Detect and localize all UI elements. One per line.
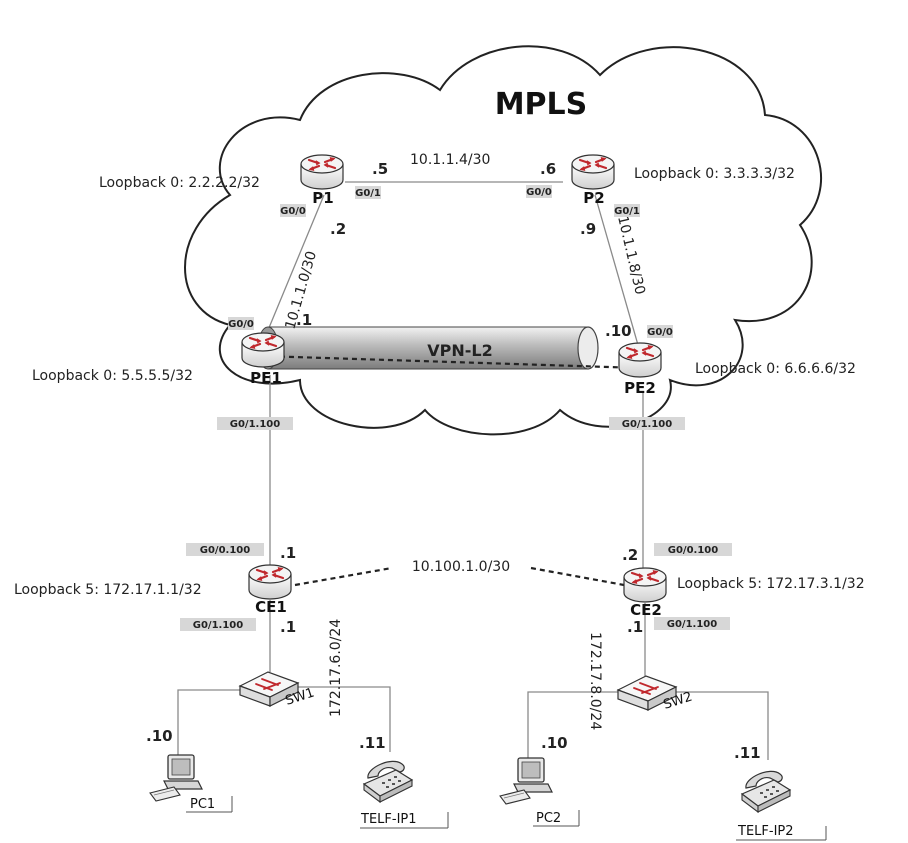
svg-text:G0/1: G0/1 [614,206,640,217]
svg-text:G0/1.100: G0/1.100 [667,619,717,630]
octet-tel2: .11 [734,744,761,762]
pc1[interactable]: PC1 [149,754,233,813]
net-p1-p2: 10.1.1.4/30 [410,152,490,168]
link-ce1-ce2-left [294,566,393,587]
iface-pe1-g01100: G0/1.100 [217,417,293,430]
loopback-p2: Loopback 0: 3.3.3.3/32 [634,166,795,182]
loopback-pe1: Loopback 0: 5.5.5.5/32 [32,368,193,384]
loopback-p1: Loopback 0: 2.2.2.2/32 [99,175,260,191]
router-ce1[interactable]: CE1 [247,563,293,616]
loopback-pe2: Loopback 0: 6.6.6.6/32 [695,361,856,377]
net-lan1: 172.17.6.0/24 [328,619,344,717]
octet-p1-p2side: .5 [372,160,388,178]
svg-text:G0/0: G0/0 [647,327,673,338]
pc2[interactable]: PC2 [499,757,580,827]
pc1-name: PC1 [190,797,215,812]
iface-ce1-g01100: G0/1.100 [180,618,256,631]
octet-pe1-p1side: .1 [296,311,312,329]
router-p1-name: P1 [312,189,333,207]
loopback-ce1: Loopback 5: 172.17.1.1/32 [14,582,202,598]
router-p2[interactable]: P2 [570,153,616,207]
svg-text:G0/0: G0/0 [228,319,254,330]
octet-ce2-wan: .2 [622,546,638,564]
octet-ce1-lan: .1 [280,618,296,636]
iface-p1-g01: G0/1 [355,186,381,199]
octet-p2-pe2side: .9 [580,220,596,238]
octet-ce1-wan: .1 [280,544,296,562]
iface-p1-g00: G0/0 [280,204,306,217]
router-pe1-name: PE1 [250,369,282,387]
pc2-name: PC2 [536,811,561,826]
telf-ip2-name: TELF-IP2 [737,824,794,839]
svg-text:G0/1.100: G0/1.100 [193,620,243,631]
router-pe1[interactable]: PE1 [240,331,286,387]
svg-text:G0/1: G0/1 [355,188,381,199]
router-pe2[interactable]: PE2 [617,341,663,397]
link-p1-pe1 [265,194,325,336]
octet-pe2-p2side: .10 [605,322,632,340]
loopback-ce2: Loopback 5: 172.17.3.1/32 [677,576,865,592]
link-sw2-tel2 [670,691,769,760]
svg-text:G0/1.100: G0/1.100 [622,419,672,430]
svg-text:G0/1.100: G0/1.100 [230,419,280,430]
iface-p2-g00: G0/0 [526,185,552,198]
octet-pc1: .10 [146,727,173,745]
svg-text:G0/0.100: G0/0.100 [200,545,250,556]
vpn-l2-tunnel: VPN-L2 [257,326,641,370]
router-p1[interactable]: P1 [299,153,345,207]
octet-p1-pe1side: .2 [330,220,346,238]
iface-pe2-g01100: G0/1.100 [609,417,685,430]
iface-ce2-g01100: G0/1.100 [654,617,730,630]
telf-ip1-name: TELF-IP1 [360,812,417,827]
router-ce1-name: CE1 [255,598,287,616]
link-sw1-tel1 [296,686,391,752]
svg-text:G0/0: G0/0 [280,206,306,217]
router-ce2-name: CE2 [630,601,662,619]
octet-tel1: .11 [359,734,386,752]
octet-p2-p1side: .6 [540,160,556,178]
link-sw2-pc2 [527,691,622,762]
iface-p2-g01: G0/1 [614,204,640,217]
router-ce2[interactable]: CE2 [622,566,668,619]
router-pe2-name: PE2 [624,379,656,397]
vpn-l2-label: VPN-L2 [427,341,492,360]
octet-ce2-lan: .1 [627,618,643,636]
iface-pe2-g00: G0/0 [647,325,673,338]
svg-text:G0/0.100: G0/0.100 [668,545,718,556]
switch-sw2[interactable]: SW2 [617,675,694,713]
telf-ip2[interactable]: TELF-IP2 [736,770,827,841]
router-p2-name: P2 [583,189,604,207]
link-sw1-pc1 [177,689,248,755]
iface-ce2-g00100: G0/0.100 [654,543,732,556]
svg-text:G0/0: G0/0 [526,187,552,198]
net-ce1-ce2: 10.100.1.0/30 [412,559,510,575]
iface-ce1-g00100: G0/0.100 [186,543,264,556]
switch-sw1[interactable]: SW1 [239,671,316,709]
net-lan2: 172.17.8.0/24 [587,632,603,730]
link-p2-pe2 [594,194,639,346]
telf-ip1[interactable]: TELF-IP1 [360,760,449,829]
link-ce1-ce2-right [530,566,625,587]
iface-pe1-g00: G0/0 [228,317,254,330]
octet-pc2: .10 [541,734,568,752]
cloud-title: MPLS [495,87,588,122]
